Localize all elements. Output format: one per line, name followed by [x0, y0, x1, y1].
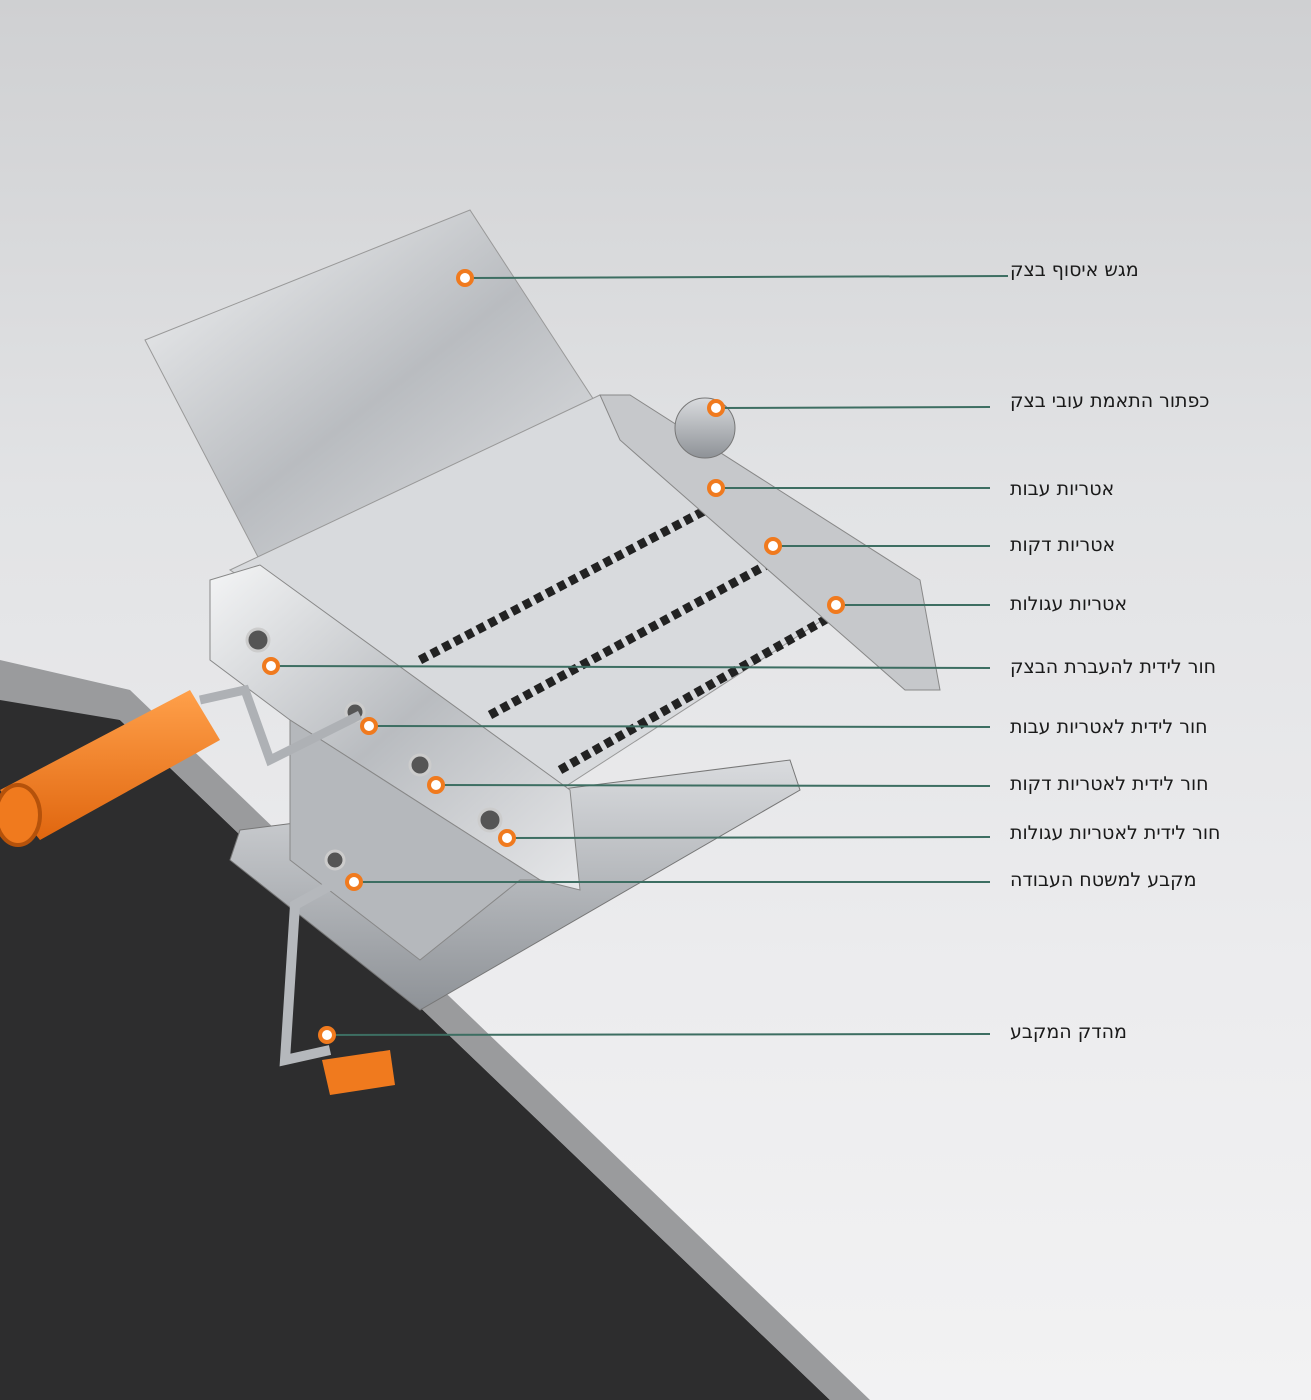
callout-dots [262, 269, 845, 1044]
callout-label-dough-tray: מגש איסוף בצק [1010, 259, 1139, 281]
callout-dot-icon [345, 873, 363, 891]
table-clamp [279, 875, 343, 1067]
clamp-screw-icon [322, 1050, 395, 1095]
callout-label-table-clamp: מקבע למשטח העבודה [1010, 869, 1197, 891]
callout-dot-icon [456, 269, 474, 287]
callout-label-sheet-handle-hole: חור לידית להעברת הבצק [1010, 656, 1217, 678]
callout-dot-icon [707, 399, 725, 417]
crank-arm [199, 684, 363, 767]
callout-label-thick-handle-hole: חור לידית לאטריות עבות [1010, 716, 1208, 738]
callout-dot-icon [427, 776, 445, 794]
callout-dot-icon [707, 479, 725, 497]
callout-label-clamp-screw: מהדק המקבע [1010, 1021, 1127, 1043]
callout-dot-icon [498, 829, 516, 847]
callout-label-thin-handle-hole: חור לידית לאטריות דקות [1010, 773, 1209, 795]
machine-front [289, 719, 542, 961]
leader-lines [270, 275, 1009, 1036]
table-edge [0, 660, 870, 1400]
callout-label-round-noodles: אטריות עגולות [1010, 593, 1128, 615]
callout-dot-icon [827, 596, 845, 614]
callout-label-thick-noodles: אטריות עבות [1010, 478, 1115, 500]
table-dark-side [0, 680, 830, 1400]
callout-label-round-handle-hole: חור לידית לאטריות עגולות [1010, 822, 1221, 844]
callout-dot-icon [764, 537, 782, 555]
callout-label-thickness-knob: כפתור התאמת עובי בצק [1010, 390, 1210, 412]
cutter-rollers [417, 496, 863, 774]
callout-dot-icon [360, 717, 378, 735]
orange-handle-icon [0, 690, 220, 840]
callout-label-thin-noodles: אטריות דקות [1010, 534, 1116, 556]
callout-dot-icon [262, 657, 280, 675]
callout-dot-icon [318, 1026, 336, 1044]
